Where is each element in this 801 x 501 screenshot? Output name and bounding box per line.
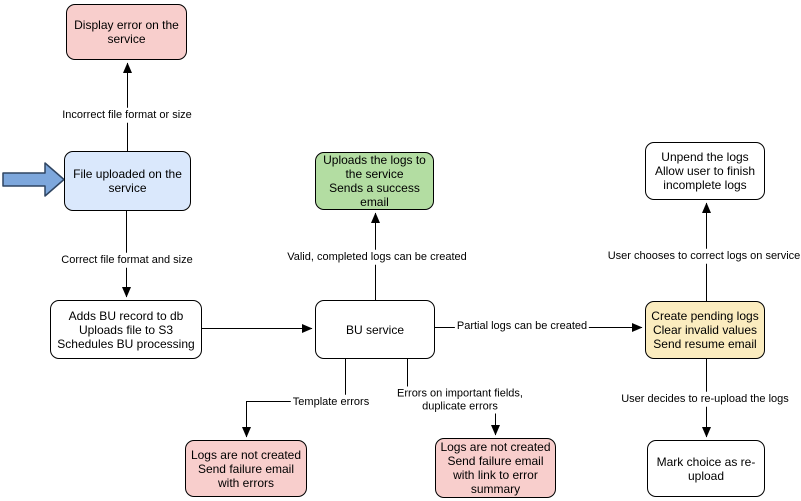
edge-label-incorrect-format: Incorrect file format or size [60,107,194,123]
node-file-uploaded: File uploaded on the service [64,151,191,211]
edge-label-correct-format: Correct file format and size [59,252,195,268]
entry-arrow-icon [2,162,65,197]
node-adds-bu-record: Adds BU record to db Uploads file to S3 … [50,300,202,359]
entry-arrow-shape [2,162,65,197]
edge-label-user-corrects: User chooses to correct logs on service [605,248,801,264]
node-logs-not-created-errors: Logs are not created Send failure email … [185,440,307,497]
node-mark-choice-reupload: Mark choice as re- upload [647,440,765,497]
edge-label-user-reuploads: User decides to re-upload the logs [619,391,791,407]
edge-label-template-errors: Template errors [290,394,372,410]
edge-label-important-field-errors: Errors on important fields, duplicate er… [395,386,525,414]
node-display-error: Display error on the service [66,4,187,60]
edge-label-valid-completed: Valid, completed logs can be created [285,249,469,265]
node-logs-not-created-summary: Logs are not created Send failure email … [435,438,556,498]
node-bu-service: BU service [315,300,435,359]
node-unpend-logs: Unpend the logs Allow user to finish inc… [645,142,765,200]
node-uploads-logs-success: Uploads the logs to the service Sends a … [315,152,434,210]
node-create-pending-logs: Create pending logs Clear invalid values… [645,301,765,359]
edge-label-partial-logs: Partial logs can be created [454,318,590,334]
